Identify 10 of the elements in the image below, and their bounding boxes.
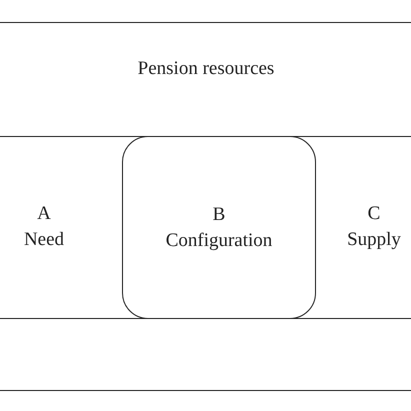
node-label: Supply (347, 228, 401, 252)
node-label: Need (24, 228, 64, 252)
node-label: Pension resources (138, 57, 274, 81)
letter-label: C (368, 202, 380, 226)
outer-panel (0, 22, 411, 391)
band-box (0, 136, 411, 319)
letter-label: A (37, 202, 51, 226)
letter-label: B (212, 203, 226, 227)
rounded-box (122, 136, 316, 319)
node-label: Configuration (166, 229, 272, 253)
